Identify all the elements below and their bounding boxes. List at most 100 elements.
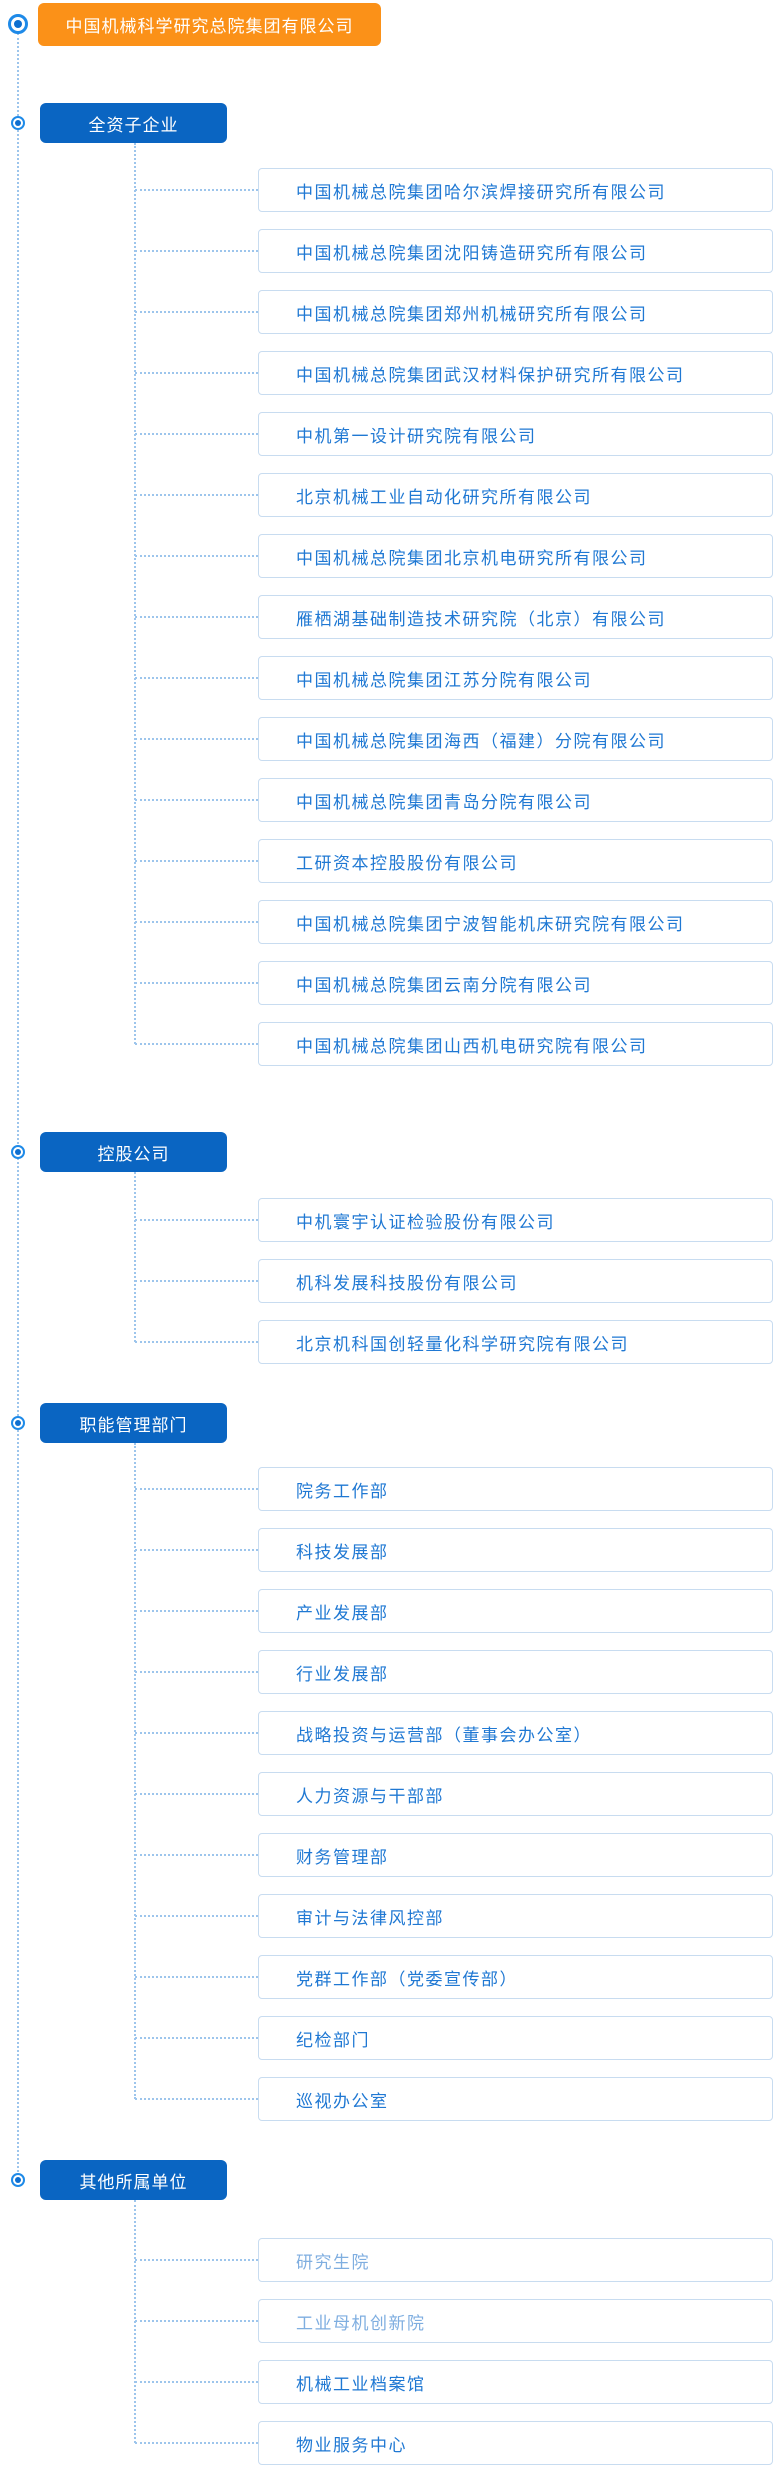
- org-item-row: 院务工作部: [135, 1467, 775, 1511]
- section-radio-icon: [11, 2173, 25, 2187]
- org-item[interactable]: 财务管理部: [258, 1833, 773, 1877]
- connector-line: [135, 555, 258, 557]
- category-wholly-owned[interactable]: 全资子企业: [40, 103, 227, 143]
- connector-line: [135, 616, 258, 618]
- org-item[interactable]: 中国机械总院集团海西（福建）分院有限公司: [258, 717, 773, 761]
- org-item[interactable]: 中国机械总院集团山西机电研究院有限公司: [258, 1022, 773, 1066]
- connector-line: [135, 982, 258, 984]
- org-item-row: 中国机械总院集团哈尔滨焊接研究所有限公司: [135, 168, 775, 212]
- org-item-row: 行业发展部: [135, 1650, 775, 1694]
- org-item[interactable]: 中国机械总院集团云南分院有限公司: [258, 961, 773, 1005]
- org-item-row: 工研资本控股股份有限公司: [135, 839, 775, 883]
- org-item-row: 巡视办公室: [135, 2077, 775, 2121]
- org-item[interactable]: 中国机械总院集团哈尔滨焊接研究所有限公司: [258, 168, 773, 212]
- section-items-holding: 中机寰宇认证检验股份有限公司 机科发展科技股份有限公司 北京机科国创轻量化科学研…: [135, 1198, 775, 1364]
- org-item-row: 雁栖湖基础制造技术研究院（北京）有限公司: [135, 595, 775, 639]
- connector-line: [135, 1854, 258, 1856]
- org-item-row: 中国机械总院集团北京机电研究所有限公司: [135, 534, 775, 578]
- org-item-row: 工业母机创新院: [135, 2299, 775, 2343]
- category-functional-departments[interactable]: 职能管理部门: [40, 1403, 227, 1443]
- radio-dot-icon: [15, 120, 21, 126]
- org-item-row: 中国机械总院集团云南分院有限公司: [135, 961, 775, 1005]
- org-item[interactable]: 物业服务中心: [258, 2421, 773, 2465]
- category-other-units[interactable]: 其他所属单位: [40, 2160, 227, 2200]
- org-item-row: 中机寰宇认证检验股份有限公司: [135, 1198, 775, 1242]
- org-item[interactable]: 产业发展部: [258, 1589, 773, 1633]
- connector-line: [135, 921, 258, 923]
- org-item[interactable]: 工业母机创新院: [258, 2299, 773, 2343]
- connector-line: [135, 2381, 258, 2383]
- connector-line: [135, 860, 258, 862]
- org-item[interactable]: 中机第一设计研究院有限公司: [258, 412, 773, 456]
- org-item[interactable]: 中国机械总院集团江苏分院有限公司: [258, 656, 773, 700]
- org-item-row: 科技发展部: [135, 1528, 775, 1572]
- section-radio-icon: [11, 116, 25, 130]
- org-item[interactable]: 中国机械总院集团沈阳铸造研究所有限公司: [258, 229, 773, 273]
- org-item-row: 财务管理部: [135, 1833, 775, 1877]
- section-radio-icon: [11, 1416, 25, 1430]
- org-item[interactable]: 院务工作部: [258, 1467, 773, 1511]
- org-item[interactable]: 巡视办公室: [258, 2077, 773, 2121]
- connector-line: [135, 2320, 258, 2322]
- org-item[interactable]: 中国机械总院集团北京机电研究所有限公司: [258, 534, 773, 578]
- connector-line: [135, 2037, 258, 2039]
- org-item-row: 产业发展部: [135, 1589, 775, 1633]
- org-item-row: 中机第一设计研究院有限公司: [135, 412, 775, 456]
- radio-dot-icon: [14, 20, 22, 28]
- radio-dot-icon: [15, 1149, 21, 1155]
- connector-line: [135, 738, 258, 740]
- org-item[interactable]: 机科发展科技股份有限公司: [258, 1259, 773, 1303]
- org-item[interactable]: 人力资源与干部部: [258, 1772, 773, 1816]
- root-radio-icon: [8, 14, 28, 34]
- org-item[interactable]: 研究生院: [258, 2238, 773, 2282]
- connector-line: [135, 677, 258, 679]
- org-item[interactable]: 中机寰宇认证检验股份有限公司: [258, 1198, 773, 1242]
- connector-line: [135, 1915, 258, 1917]
- org-item-row: 中国机械总院集团江苏分院有限公司: [135, 656, 775, 700]
- org-item[interactable]: 中国机械总院集团武汉材料保护研究所有限公司: [258, 351, 773, 395]
- org-item[interactable]: 雁栖湖基础制造技术研究院（北京）有限公司: [258, 595, 773, 639]
- connector-line: [135, 1732, 258, 1734]
- radio-dot-icon: [15, 1420, 21, 1426]
- org-item[interactable]: 工研资本控股股份有限公司: [258, 839, 773, 883]
- org-item[interactable]: 机械工业档案馆: [258, 2360, 773, 2404]
- org-item[interactable]: 中国机械总院集团青岛分院有限公司: [258, 778, 773, 822]
- section-radio-icon: [11, 1145, 25, 1159]
- org-item-row: 中国机械总院集团沈阳铸造研究所有限公司: [135, 229, 775, 273]
- connector-line: [135, 2098, 258, 2100]
- org-item[interactable]: 科技发展部: [258, 1528, 773, 1572]
- org-item[interactable]: 北京机科国创轻量化科学研究院有限公司: [258, 1320, 773, 1364]
- org-item-row: 中国机械总院集团武汉材料保护研究所有限公司: [135, 351, 775, 395]
- section-items-other-units: 研究生院 工业母机创新院 机械工业档案馆 物业服务中心: [135, 2238, 775, 2465]
- connector-line: [135, 1219, 258, 1221]
- connector-line: [135, 311, 258, 313]
- org-item-row: 中国机械总院集团青岛分院有限公司: [135, 778, 775, 822]
- org-item-row: 机科发展科技股份有限公司: [135, 1259, 775, 1303]
- org-item[interactable]: 北京机械工业自动化研究所有限公司: [258, 473, 773, 517]
- org-item[interactable]: 党群工作部（党委宣传部）: [258, 1955, 773, 1999]
- org-item[interactable]: 行业发展部: [258, 1650, 773, 1694]
- org-item-row: 物业服务中心: [135, 2421, 775, 2465]
- org-item[interactable]: 中国机械总院集团郑州机械研究所有限公司: [258, 290, 773, 334]
- org-item-row: 中国机械总院集团海西（福建）分院有限公司: [135, 717, 775, 761]
- connector-line: [135, 433, 258, 435]
- section-items-departments: 院务工作部 科技发展部 产业发展部 行业发展部 战略投资与运营部（董事会办公室）…: [135, 1467, 775, 2121]
- org-item[interactable]: 纪检部门: [258, 2016, 773, 2060]
- org-item[interactable]: 中国机械总院集团宁波智能机床研究院有限公司: [258, 900, 773, 944]
- org-item-row: 人力资源与干部部: [135, 1772, 775, 1816]
- org-item[interactable]: 战略投资与运营部（董事会办公室）: [258, 1711, 773, 1755]
- connector-line: [135, 1043, 258, 1045]
- connector-line: [135, 799, 258, 801]
- connector-line: [135, 1341, 258, 1343]
- section-items-wholly-owned: 中国机械总院集团哈尔滨焊接研究所有限公司 中国机械总院集团沈阳铸造研究所有限公司…: [135, 168, 775, 1066]
- connector-line: [135, 1280, 258, 1282]
- connector-line: [135, 189, 258, 191]
- connector-line: [135, 1976, 258, 1978]
- connector-line: [135, 1488, 258, 1490]
- org-item[interactable]: 审计与法律风控部: [258, 1894, 773, 1938]
- root-node[interactable]: 中国机械科学研究总院集团有限公司: [38, 3, 381, 46]
- org-item-row: 北京机科国创轻量化科学研究院有限公司: [135, 1320, 775, 1364]
- category-holding-companies[interactable]: 控股公司: [40, 1132, 227, 1172]
- connector-line: [135, 494, 258, 496]
